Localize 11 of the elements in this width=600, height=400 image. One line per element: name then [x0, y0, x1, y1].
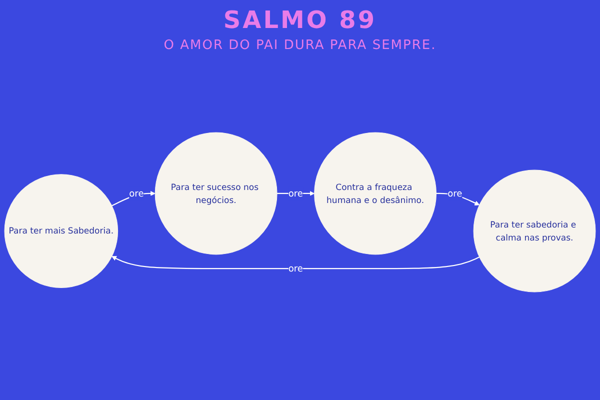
edge-label: ore [448, 188, 462, 198]
subtitle: O AMOR DO PAI DURA PARA SEMPRE. [164, 38, 436, 53]
edge-label: ore [288, 262, 304, 274]
node-circle: Contra a fraqueza humana e o desânimo. [314, 132, 437, 254]
node-circle: Para ter mais Sabedoria. [4, 174, 118, 288]
node-circle: Para ter sucesso nos negócios. [154, 132, 278, 254]
node-circle: Para ter sabedoria e calma nas provas. [473, 170, 596, 292]
title: SALMO 89 [223, 6, 377, 34]
arrow [112, 256, 480, 269]
edge-label: ore [288, 188, 304, 198]
edge-label: ore [129, 188, 144, 198]
